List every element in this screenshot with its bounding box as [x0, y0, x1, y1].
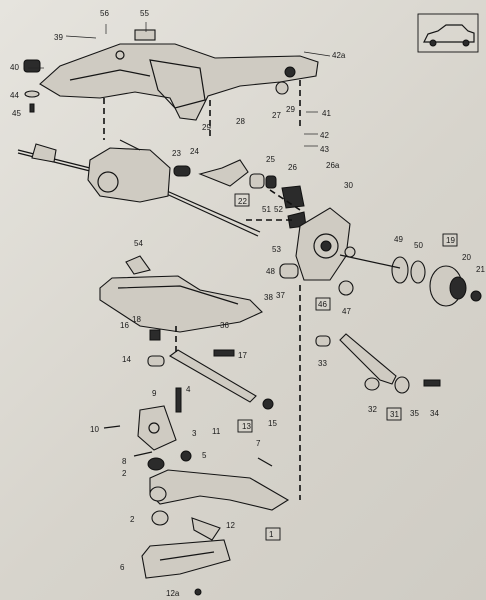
lower-control-arm — [147, 457, 290, 541]
label-2a: 2 — [122, 469, 127, 478]
label-22: 22 — [238, 197, 247, 206]
assembly-dashed-lines — [103, 80, 301, 500]
label-9: 9 — [152, 389, 157, 398]
car-silhouette-icon — [417, 13, 479, 53]
label-7: 7 — [256, 439, 261, 448]
label-44: 44 — [10, 91, 19, 100]
label-42a: 42a — [332, 51, 346, 60]
label-23: 23 — [172, 149, 181, 158]
label-16: 16 — [120, 321, 129, 330]
label-21: 21 — [476, 265, 485, 274]
label-45: 45 — [12, 109, 21, 118]
label-34: 34 — [430, 409, 439, 418]
label-19: 19 — [446, 236, 455, 245]
label-41: 41 — [322, 109, 331, 118]
label-31: 31 — [390, 410, 399, 419]
label-54: 54 — [134, 239, 143, 248]
wheel-hub-assembly — [339, 254, 482, 307]
label-20: 20 — [462, 253, 471, 262]
label-36: 36 — [220, 321, 229, 330]
label-10: 10 — [90, 425, 99, 434]
label-26: 26 — [288, 163, 297, 172]
boxed-callouts — [234, 193, 458, 541]
spring-bump-stop — [281, 185, 307, 229]
label-33: 33 — [318, 359, 327, 368]
rear-subframe — [39, 29, 319, 121]
leader-lines — [28, 22, 331, 147]
label-17: 17 — [238, 351, 247, 360]
label-13: 13 — [242, 422, 251, 431]
label-32: 32 — [368, 405, 377, 414]
label-3: 3 — [192, 429, 197, 438]
label-53: 53 — [272, 245, 281, 254]
label-18: 18 — [132, 315, 141, 324]
callout-labels: 56 55 39 40 44 45 42a 41 42 43 29 29 28 … — [10, 9, 485, 598]
label-38: 38 — [264, 293, 273, 302]
track-rod — [315, 333, 441, 394]
label-12: 12 — [226, 521, 235, 530]
label-4: 4 — [186, 385, 191, 394]
label-52: 52 — [274, 205, 283, 214]
label-55: 55 — [140, 9, 149, 18]
crossmember-tray — [99, 255, 263, 341]
trailing-link — [147, 349, 274, 410]
label-24: 24 — [190, 147, 199, 156]
label-49: 49 — [394, 235, 403, 244]
label-42: 42 — [320, 131, 329, 140]
label-48: 48 — [266, 267, 275, 276]
upper-link-parts — [173, 159, 277, 189]
label-11: 11 — [212, 427, 221, 436]
label-12a: 12a — [166, 589, 180, 598]
label-51: 51 — [262, 205, 271, 214]
label-46: 46 — [318, 300, 327, 309]
label-43: 43 — [320, 145, 329, 154]
label-35: 35 — [410, 409, 419, 418]
label-30: 30 — [344, 181, 353, 190]
drive-shaft — [17, 143, 261, 237]
label-50: 50 — [414, 241, 423, 250]
subframe-mount-left — [23, 59, 41, 113]
label-29b: 29 — [286, 105, 295, 114]
label-27: 27 — [272, 111, 281, 120]
label-47: 47 — [342, 307, 351, 316]
label-29a: 29 — [202, 123, 211, 132]
label-8: 8 — [122, 457, 127, 466]
label-39: 39 — [54, 33, 63, 42]
bushing-48 — [279, 263, 299, 279]
label-40: 40 — [10, 63, 19, 72]
label-15: 15 — [268, 419, 277, 428]
hub-carrier — [295, 207, 356, 296]
differential — [87, 139, 171, 203]
label-25: 25 — [266, 155, 275, 164]
label-56: 56 — [100, 9, 109, 18]
label-28: 28 — [236, 117, 245, 126]
label-5: 5 — [202, 451, 207, 460]
label-1: 1 — [269, 530, 274, 539]
underbody-shield — [141, 539, 231, 596]
label-14: 14 — [122, 355, 131, 364]
label-6: 6 — [120, 563, 125, 572]
label-2b: 2 — [130, 515, 135, 524]
label-37: 37 — [276, 291, 285, 300]
link-bracket — [103, 387, 192, 462]
label-26a: 26a — [326, 161, 340, 170]
